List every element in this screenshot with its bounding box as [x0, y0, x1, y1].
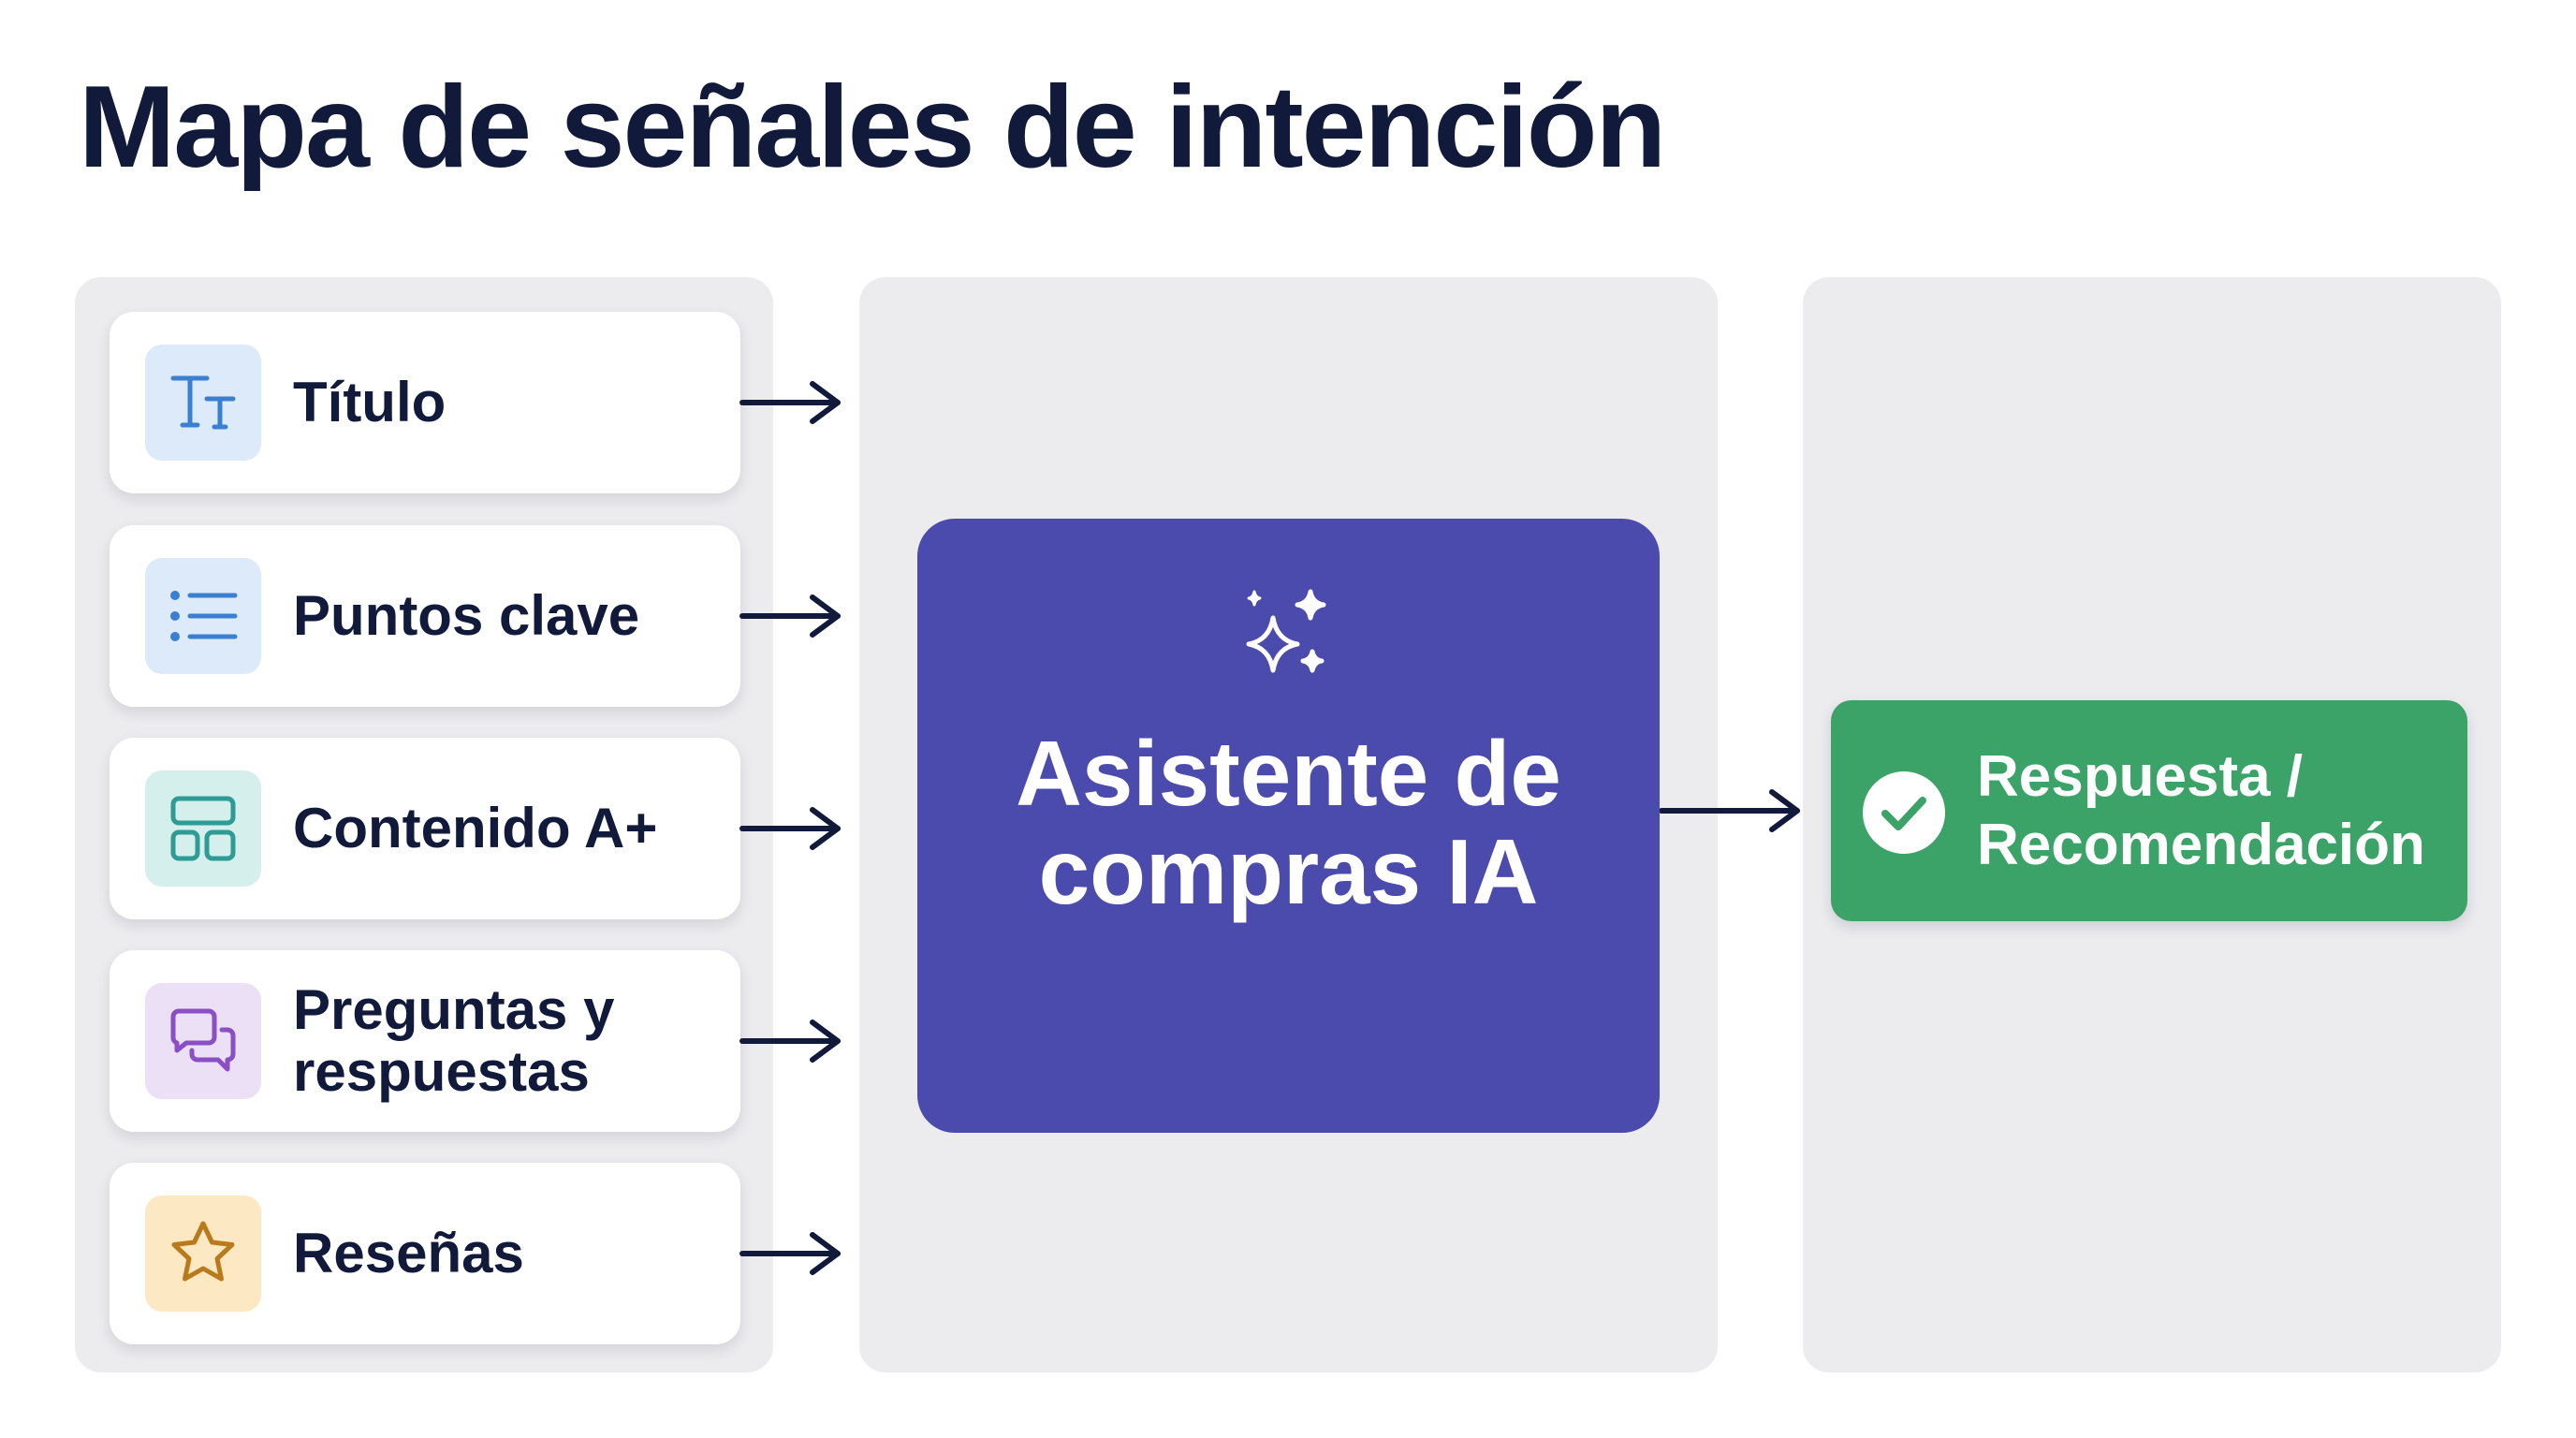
layout-blocks-icon	[145, 770, 261, 887]
signal-card-preguntas: Preguntas y respuestas	[110, 950, 740, 1132]
arrow-assistant-to-result	[1659, 789, 1800, 832]
arrow-resenas-to-assistant	[739, 1232, 841, 1275]
bullet-list-icon	[145, 558, 261, 674]
arrow-titulo-to-assistant	[739, 381, 841, 424]
assistant-label-line-1: Asistente de	[1016, 722, 1561, 825]
signal-label: Puntos clave	[293, 584, 640, 647]
signal-label: Contenido A+	[293, 797, 658, 859]
result-label-line-1: Respuesta /	[1977, 743, 2304, 809]
chat-bubbles-icon	[145, 983, 261, 1099]
arrow-preguntas-to-assistant	[739, 1020, 841, 1063]
star-icon	[145, 1196, 261, 1312]
signal-label: Título	[293, 371, 446, 433]
sparkle-icon	[1246, 589, 1326, 673]
page-title: Mapa de señales de intención	[79, 63, 1666, 192]
signal-label-line-1: Preguntas y	[293, 978, 615, 1041]
result-box: Respuesta / Recomendación	[1831, 700, 2467, 921]
assistant-label-line-2: compras IA	[1038, 819, 1539, 923]
title-text-icon	[145, 345, 261, 461]
signal-label: Reseñas	[293, 1222, 524, 1284]
signal-card-contenido-a-plus: Contenido A+	[110, 738, 740, 919]
assistant-box: Asistente de compras IA	[917, 519, 1660, 1133]
signal-card-resenas: Reseñas	[110, 1163, 740, 1344]
arrow-contenido-to-assistant	[739, 807, 841, 850]
signal-card-puntos-clave: Puntos clave	[110, 525, 740, 707]
signal-card-titulo: Título	[110, 312, 740, 493]
result-label-line-2: Recomendación	[1977, 813, 2425, 877]
arrow-puntos-clave-to-assistant	[739, 594, 841, 638]
check-circle-icon	[1863, 771, 1945, 854]
signal-label-line-2: respuestas	[293, 1040, 590, 1103]
